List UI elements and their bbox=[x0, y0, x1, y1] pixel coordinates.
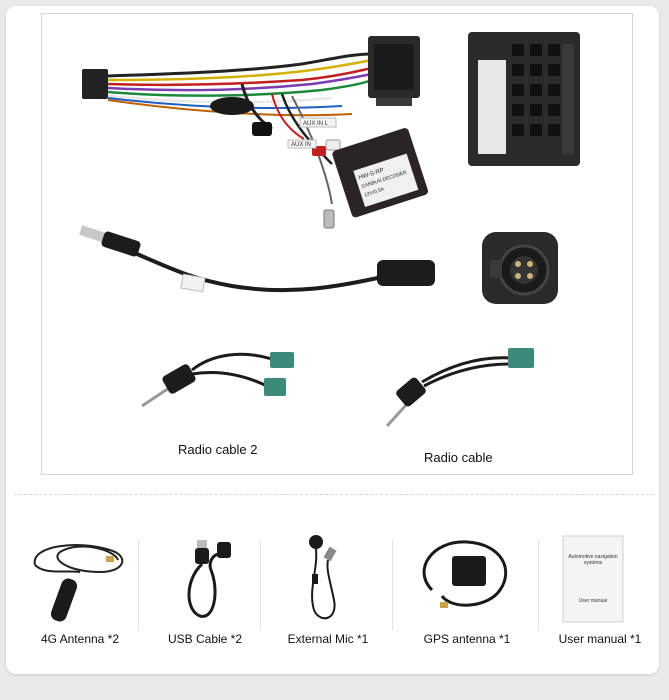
wiring-harness: AUX IN L AUX IN bbox=[82, 36, 420, 229]
caption-radio-cable: Radio cable bbox=[424, 450, 493, 465]
manual-cover-subtitle: User manual bbox=[578, 598, 608, 604]
accessory-gps-antenna: GPS antenna *1 bbox=[402, 520, 532, 655]
product-photo-panel: AUX IN L AUX IN HW-S-RP CANBUS DECODER 1… bbox=[41, 13, 633, 475]
accessory-label-user-manual: User manual *1 bbox=[558, 632, 642, 646]
accessory-label-external-mic: External Mic *1 bbox=[287, 632, 369, 646]
accessory-label-usb-cable: USB Cable *2 bbox=[167, 632, 243, 646]
accessory-user-manual: Automotive navigation systems User manua… bbox=[545, 520, 655, 655]
accessory-label-4g-antenna: 4G Antenna *2 bbox=[40, 632, 120, 646]
accessory-separator bbox=[392, 540, 393, 630]
product-photo: AUX IN L AUX IN HW-S-RP CANBUS DECODER 1… bbox=[79, 32, 580, 428]
accessory-external-mic: External Mic *1 bbox=[268, 520, 388, 655]
harness-tag-aux: AUX IN L bbox=[303, 121, 329, 127]
quadlock-connector bbox=[468, 32, 580, 166]
canbus-decoder-box: HW-S-RP CANBUS DECODER 12V/0.5A bbox=[332, 128, 429, 218]
accessory-usb-cable: USB Cable *2 bbox=[145, 520, 265, 655]
manual-cover-title: Automotive navigation systems bbox=[568, 554, 618, 566]
radio-cable-2-image bbox=[141, 352, 294, 408]
accessory-4g-antenna: 4G Antenna *2 bbox=[20, 520, 140, 655]
accessory-label-gps-antenna: GPS antenna *1 bbox=[423, 632, 511, 646]
harness-tag-white: AUX IN bbox=[291, 142, 311, 148]
section-divider bbox=[14, 494, 654, 495]
antenna-adapter-round bbox=[482, 232, 558, 304]
accessory-separator bbox=[538, 540, 539, 630]
caption-radio-cable-2: Radio cable 2 bbox=[178, 442, 258, 457]
radio-cable-image bbox=[385, 348, 534, 428]
usb-extension-cable bbox=[79, 225, 435, 293]
accessory-separator bbox=[260, 540, 261, 630]
accessory-separator bbox=[138, 540, 139, 630]
